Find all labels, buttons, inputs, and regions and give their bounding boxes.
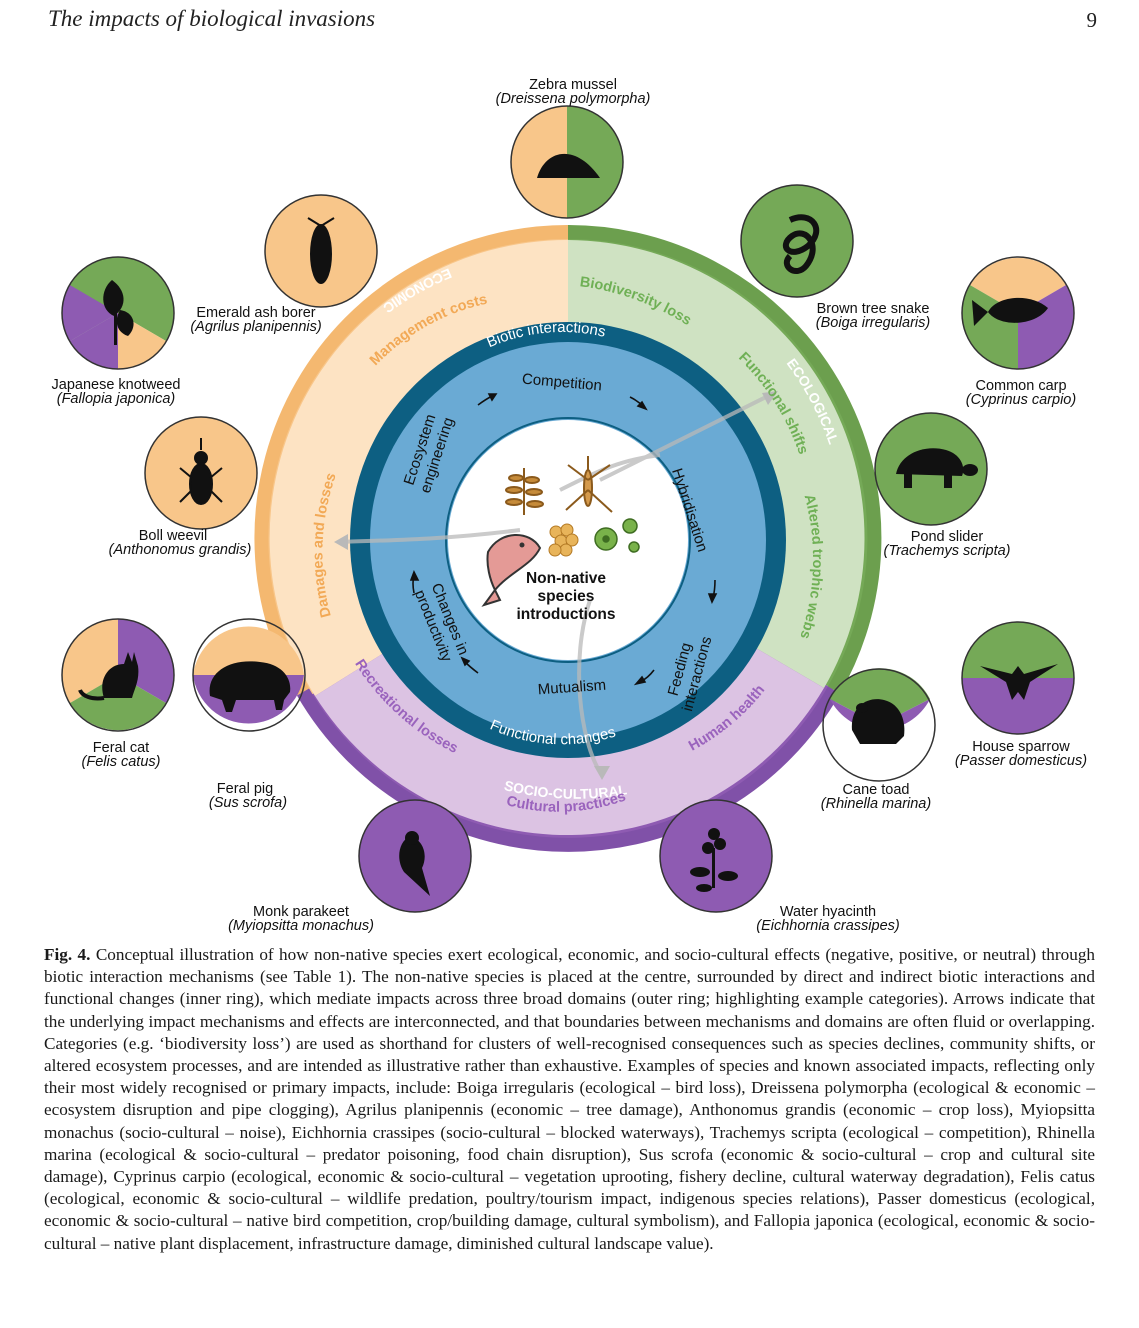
centre-label-line-1: Non-native [526, 570, 606, 587]
svg-text:Boll weevil: Boll weevil [139, 528, 208, 544]
plant-icon [103, 280, 134, 345]
svg-text:(Sus scrofa): (Sus scrofa) [209, 795, 287, 811]
centre-label-line-2: species [538, 588, 595, 605]
svg-text:Pond slider: Pond slider [911, 529, 984, 545]
svg-text:Common carp: Common carp [975, 378, 1066, 394]
sparrow-icon [980, 664, 1058, 700]
beetle-icon [310, 224, 332, 284]
svg-text:(Dreissena polymorpha): (Dreissena polymorpha) [496, 91, 651, 107]
pig-icon [209, 661, 291, 712]
figure-4: ECONOMIC ECOLOGICAL SOCIO-CULTURAL Manag… [52, 77, 1088, 934]
centre-label-line-3: introductions [516, 606, 615, 623]
virus-icon [594, 518, 640, 553]
economic-band [254, 224, 569, 696]
centre-illustrations [481, 456, 640, 607]
turtle-icon [896, 448, 978, 488]
running-header-title: The impacts of biological invasions [48, 6, 376, 31]
hyacinth-icon [690, 828, 738, 892]
species-zebra-mussel: Zebra mussel (Dreissena polymorpha) [496, 77, 651, 219]
mosquito-icon [565, 456, 613, 513]
weevil-icon [179, 438, 223, 505]
svg-text:Water hyacinth: Water hyacinth [780, 904, 876, 920]
svg-text:(Felis catus): (Felis catus) [82, 754, 161, 770]
toad-icon [851, 699, 905, 744]
species-boll-weevil: Boll weevil (Anthonomus grandis) [109, 416, 258, 558]
svg-text:Japanese knotweed: Japanese knotweed [52, 377, 181, 393]
svg-text:Zebra mussel: Zebra mussel [529, 77, 617, 93]
species-emerald-ash-borer: Emerald ash borer (Agrilus planipennis) [190, 194, 378, 335]
arrow-heads [334, 391, 778, 780]
species-house-sparrow: House sparrow (Passer domesticus) [955, 621, 1087, 769]
figure-caption-label: Fig. 4. [44, 945, 91, 964]
inner-thin-ring [445, 417, 691, 663]
svg-text:Brown tree snake: Brown tree snake [817, 301, 930, 317]
svg-text:Monk parakeet: Monk parakeet [253, 904, 349, 920]
svg-text:Emerald ash borer: Emerald ash borer [196, 305, 315, 321]
species-common-carp: Common carp (Cyprinus carpio) [961, 256, 1076, 408]
cat-icon [78, 652, 139, 701]
figure-caption-text: Conceptual illustration of how non-nativ… [44, 945, 1096, 1253]
species-monk-parakeet: Monk parakeet (Myiopsitta monachus) [228, 799, 472, 934]
interconnection-arrows [339, 393, 771, 774]
svg-text:(Anthonomus grandis): (Anthonomus grandis) [109, 542, 252, 558]
species-japanese-knotweed: Japanese knotweed (Fallopia japonica) [52, 256, 181, 407]
svg-text:(Fallopia japonica): (Fallopia japonica) [57, 391, 175, 407]
fish-icon [481, 534, 542, 607]
species-pond-slider: Pond slider (Trachemys scripta) [874, 412, 1011, 559]
page-number: 9 [1086, 8, 1098, 32]
svg-text:Cane toad: Cane toad [843, 782, 910, 798]
svg-text:(Agrilus planipennis): (Agrilus planipennis) [190, 319, 321, 335]
svg-text:(Trachemys scripta): (Trachemys scripta) [883, 543, 1010, 559]
svg-text:Feral pig: Feral pig [217, 781, 273, 797]
species-cane-toad: Cane toad (Rhinella marina) [821, 668, 936, 812]
mechanism-competition: Competition [521, 371, 602, 395]
species-brown-tree-snake: Brown tree snake (Boiga irregularis) [740, 184, 930, 331]
carp-icon [972, 297, 1048, 326]
species-feral-pig: Feral pig (Sus scrofa) [192, 618, 306, 811]
mechanism-mutualism: Mutualism [537, 677, 606, 699]
svg-text:(Rhinella marina): (Rhinella marina) [821, 796, 931, 812]
svg-text:Feral cat: Feral cat [93, 740, 149, 756]
svg-text:(Boiga irregularis): (Boiga irregularis) [816, 315, 930, 331]
socio-cultural-band [296, 686, 841, 852]
figure-caption: Fig. 4. Conceptual illustration of how n… [44, 944, 1095, 1255]
species-water-hyacinth: Water hyacinth (Eichhornia crassipes) [659, 799, 900, 934]
fern-icon [505, 468, 544, 515]
svg-text:(Passer domesticus): (Passer domesticus) [955, 753, 1087, 769]
ecological-band [567, 224, 882, 694]
svg-text:(Myiopsitta monachus): (Myiopsitta monachus) [228, 918, 374, 934]
eggs-icon [548, 523, 579, 557]
snake-icon [783, 214, 820, 274]
svg-text:(Cyprinus carpio): (Cyprinus carpio) [966, 392, 1076, 408]
mussel-icon [537, 153, 600, 178]
species-feral-cat: Feral cat (Felis catus) [61, 618, 175, 770]
cycle-arrows [409, 393, 718, 686]
svg-text:(Eichhornia crassipes): (Eichhornia crassipes) [756, 918, 899, 934]
parakeet-icon [399, 831, 430, 896]
svg-text:House sparrow: House sparrow [972, 739, 1070, 755]
